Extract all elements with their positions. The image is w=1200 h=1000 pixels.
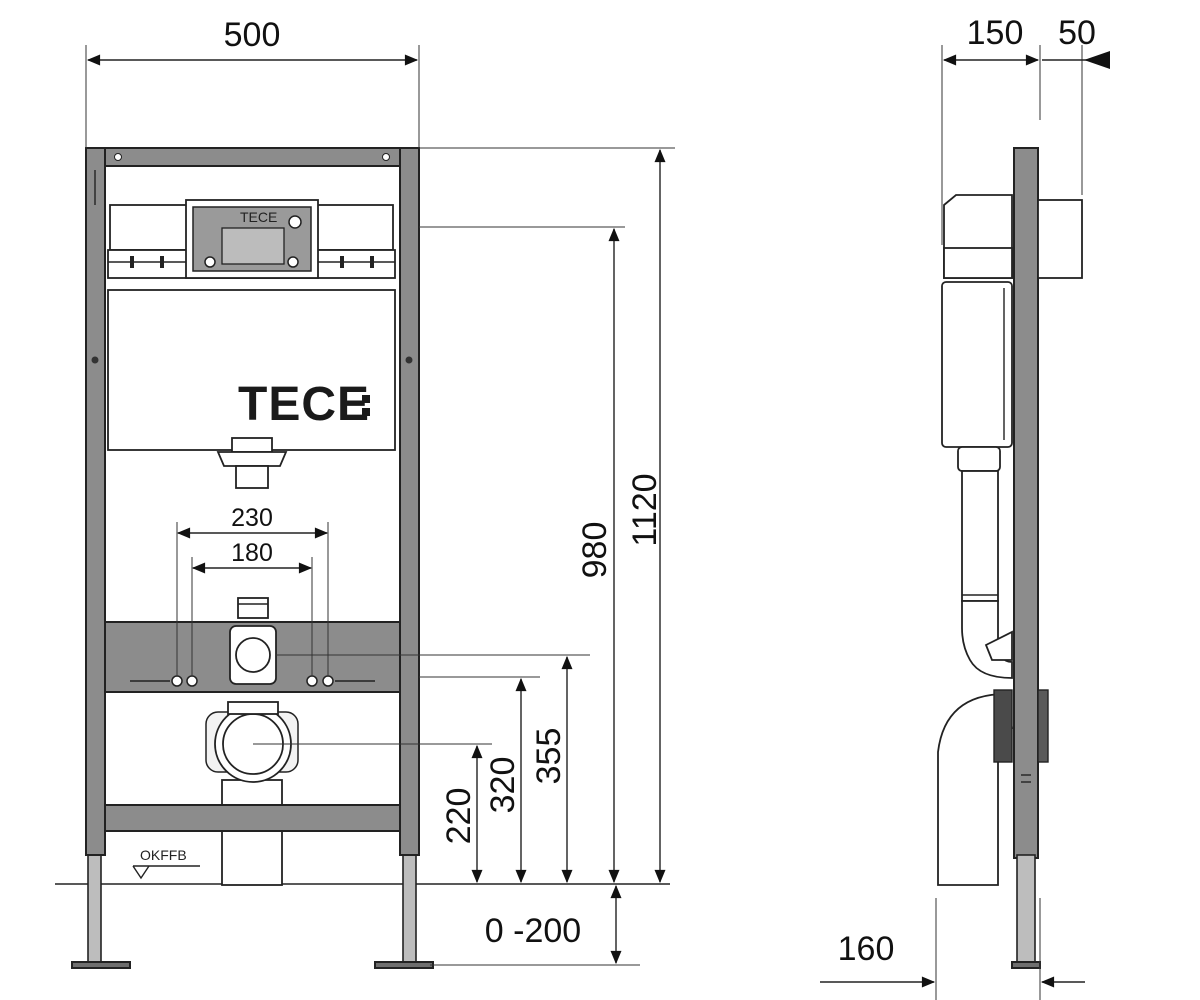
rail-height-dimension-label: 320 xyxy=(484,757,522,814)
actuator-screw xyxy=(288,215,302,229)
side-leg xyxy=(1016,854,1036,966)
frame-height-dimension-label: 1120 xyxy=(626,473,664,546)
flush-pipe-stub xyxy=(237,597,269,619)
side-foot xyxy=(1011,961,1041,969)
actuator-screw xyxy=(287,256,299,268)
bolt-hole xyxy=(306,675,318,687)
bolt-hole xyxy=(171,675,183,687)
outlet-collar xyxy=(216,451,288,467)
side-depth-dimension-label: 150 xyxy=(967,14,1024,52)
supply-height-dimension-label: 355 xyxy=(530,728,568,785)
side-pipe-bracket xyxy=(984,630,1013,661)
label-mask xyxy=(222,506,282,528)
actuator-depth-arrow xyxy=(1084,51,1110,69)
actuator-screw xyxy=(204,256,216,268)
inner-bolt-dimension-label: 180 xyxy=(231,539,273,567)
drain-pipe xyxy=(221,779,283,886)
left-foot xyxy=(71,961,131,969)
drain-height-dimension-label: 220 xyxy=(440,788,478,845)
side-drain-clamp-rear xyxy=(1037,689,1049,763)
top-rail-hole xyxy=(382,153,390,161)
brand-logo: TECE xyxy=(238,378,370,431)
actuator-window xyxy=(221,227,285,265)
bolt-hole xyxy=(322,675,334,687)
front-view: TECE TECE OKFFB xyxy=(55,16,675,969)
side-drain-clamp xyxy=(993,689,1013,763)
floor-marker-label: OKFFB xyxy=(140,847,187,863)
outer-bolt-dimension-label: 230 xyxy=(231,504,273,532)
foot-depth-dimension-label: 160 xyxy=(838,930,895,968)
flange-slot xyxy=(130,256,134,268)
side-actuator xyxy=(1037,199,1083,279)
width-dimension-label: 500 xyxy=(224,16,281,54)
side-view: 150 50 160 xyxy=(820,14,1110,1000)
left-leg xyxy=(87,854,102,966)
actuator-badge: TECE xyxy=(240,209,277,225)
drain-top-band xyxy=(227,701,279,715)
outlet-valve xyxy=(231,437,273,453)
flange-slot xyxy=(160,256,164,268)
right-leg xyxy=(402,854,417,966)
side-flush-pipe xyxy=(961,470,999,602)
top-rail xyxy=(104,147,401,167)
right-post xyxy=(399,147,420,856)
label-mask xyxy=(222,542,282,564)
mount-height-dimension-label: 980 xyxy=(576,522,614,579)
top-rail-hole xyxy=(114,153,122,161)
logo-dot xyxy=(362,395,370,403)
bolt-hole xyxy=(186,675,198,687)
bottom-rail xyxy=(104,804,401,832)
left-post xyxy=(85,147,106,856)
outlet-neck xyxy=(235,465,269,489)
leg-adjust-dimension-label: 0 -200 xyxy=(485,912,581,950)
flange-slot xyxy=(370,256,374,268)
flush-connector-ring xyxy=(235,637,271,673)
flange-slot xyxy=(340,256,344,268)
side-cistern-body xyxy=(941,281,1013,448)
post-hole xyxy=(405,356,413,364)
side-cistern-band xyxy=(943,247,1013,279)
side-frame-post xyxy=(1013,147,1039,859)
floor-marker-triangle xyxy=(132,865,150,880)
side-outlet xyxy=(957,446,1001,472)
logo-dot xyxy=(362,408,370,416)
post-hole xyxy=(91,356,99,364)
right-foot xyxy=(374,961,434,969)
actuator-depth-dimension-label: 50 xyxy=(1058,14,1096,52)
